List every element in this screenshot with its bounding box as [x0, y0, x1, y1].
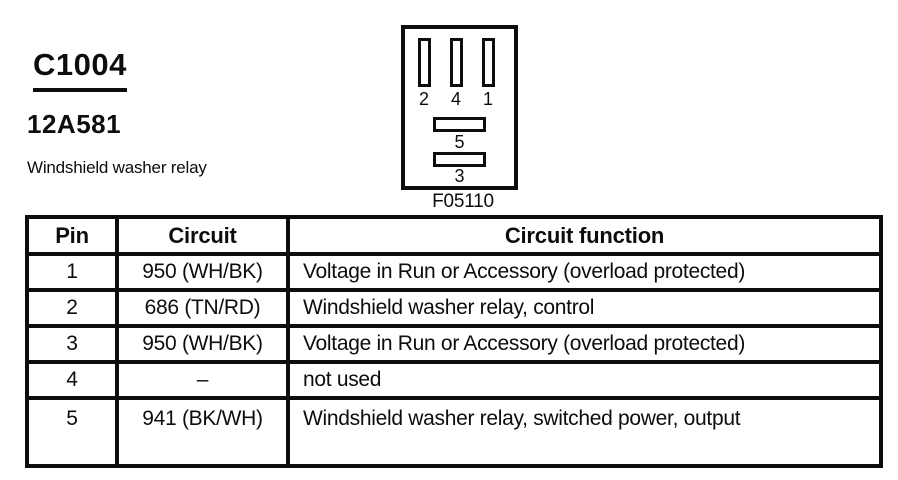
pin-slot-5-icon	[433, 117, 486, 132]
function-cell: not used	[286, 360, 883, 400]
pin-slot-3-icon	[433, 152, 486, 167]
pin-table-row-3: 3 950 (WH/BK) Voltage in Run or Accessor…	[25, 324, 883, 364]
connector-face-diagram: 2 4 1 5 3	[401, 25, 518, 190]
pin-number-3: 3	[454, 166, 465, 186]
function-cell: Voltage in Run or Accessory (overload pr…	[286, 324, 883, 364]
part-number: 12A581	[27, 109, 122, 139]
pin-cell: 2	[25, 288, 119, 328]
pin-table-row-4: 4 – not used	[25, 360, 883, 400]
circuit-cell: 686 (TN/RD)	[115, 288, 290, 328]
function-cell: Windshield washer relay, control	[286, 288, 883, 328]
pin-table-row-2: 2 686 (TN/RD) Windshield washer relay, c…	[25, 288, 883, 328]
header-pin: Pin	[25, 215, 119, 256]
function-cell: Windshield washer relay, switched power,…	[286, 396, 883, 468]
pin-slot-1-icon	[482, 38, 495, 87]
function-cell: Voltage in Run or Accessory (overload pr…	[286, 252, 883, 292]
header-circuit-function: Circuit function	[286, 215, 883, 256]
pin-number-1: 1	[482, 89, 493, 109]
circuit-cell: 941 (BK/WH)	[115, 396, 290, 468]
circuit-cell: 950 (WH/BK)	[115, 324, 290, 364]
circuit-cell: 950 (WH/BK)	[115, 252, 290, 292]
pin-table-header-row: Pin Circuit Circuit function	[25, 215, 883, 256]
pin-cell: 4	[25, 360, 119, 400]
pin-number-4: 4	[450, 89, 461, 109]
pin-cell: 1	[25, 252, 119, 292]
header-circuit: Circuit	[115, 215, 290, 256]
circuit-cell: –	[115, 360, 290, 400]
pin-number-5: 5	[454, 132, 465, 152]
pin-table-row-5: 5 941 (BK/WH) Windshield washer relay, s…	[25, 396, 883, 468]
pin-table-row-1: 1 950 (WH/BK) Voltage in Run or Accessor…	[25, 252, 883, 292]
figure-number: F05110	[432, 191, 494, 212]
pin-number-2: 2	[418, 89, 429, 109]
pin-slot-2-icon	[418, 38, 431, 87]
connector-id-title: C1004	[33, 47, 127, 92]
pin-cell: 3	[25, 324, 119, 364]
pin-slot-4-icon	[450, 38, 463, 87]
pin-cell: 5	[25, 396, 119, 468]
connector-description: Windshield washer relay	[27, 158, 207, 177]
pin-table: Pin Circuit Circuit function 1 950 (WH/B…	[25, 215, 883, 468]
